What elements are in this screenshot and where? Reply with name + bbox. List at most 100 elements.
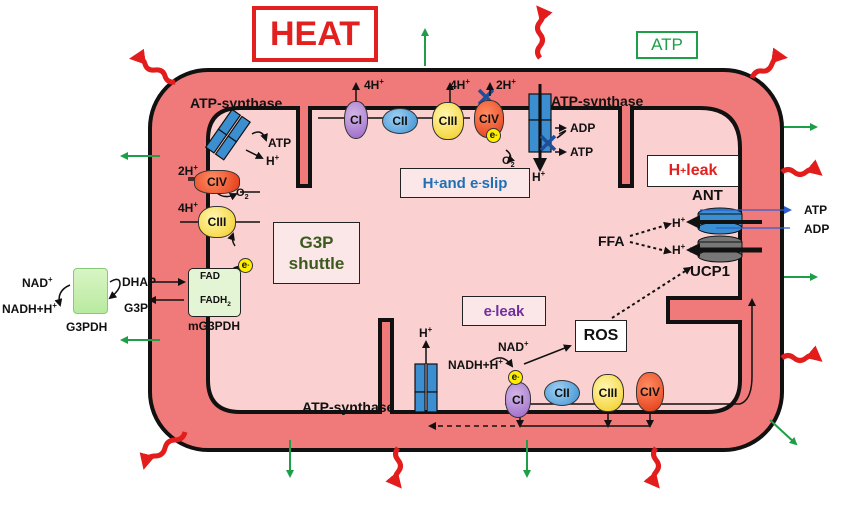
fadh2-sub: 2 — [227, 301, 231, 308]
adp-top-label: ADP — [570, 121, 596, 135]
h-left-text: H — [266, 154, 275, 168]
o2-top-text: O — [502, 155, 511, 167]
complex-iii-bottom: CIII — [592, 374, 624, 412]
four-h-left-sup: + — [193, 200, 198, 209]
h-left-sup: + — [274, 153, 280, 162]
g3pdh-label: G3PDH — [66, 320, 108, 334]
hleak-h: H — [668, 162, 681, 179]
two-h-left-label: 2H+ — [178, 164, 198, 177]
complex-ii-top: CII — [382, 108, 418, 134]
h-left-synthase-label: H+ — [266, 154, 279, 167]
two-h-civ-sup: + — [511, 77, 516, 86]
nad-left-text: NAD — [22, 276, 48, 290]
ffa-label: FFA — [598, 233, 625, 249]
h-ant-label: H+ — [672, 216, 685, 229]
h-bottom-synthase-label: H+ — [419, 326, 432, 339]
two-h-left-text: 2H — [178, 164, 194, 178]
o2-left-label: O2 — [236, 188, 249, 201]
electron-bottom-sup: - — [517, 374, 520, 381]
nad-left-sup: + — [48, 275, 53, 284]
nadh-bottom-text: NADH+H — [448, 358, 499, 372]
electron-bottom-e: e — [511, 372, 518, 383]
g3p-shuttle-line2: shuttle — [288, 254, 345, 273]
slip-h-sup: + — [433, 177, 440, 189]
g3p-shuttle-line1: G3P — [299, 232, 334, 252]
g3pdh-enzyme — [73, 268, 108, 314]
nadh-bottom-label: NADH+H+ — [448, 358, 503, 371]
eleak-sup: - — [491, 305, 496, 317]
atp-synthase-bottom-label: ATP-synthase — [302, 399, 395, 415]
four-h-ci-sup: + — [379, 77, 384, 86]
ucp1-label: UCP1 — [690, 263, 731, 280]
h-ucp1-text: H — [672, 243, 681, 257]
hleak-end: leak — [686, 162, 718, 179]
electron-left-e: e — [241, 260, 248, 271]
proton-leak-box: H+ leak — [647, 155, 739, 187]
electron-left-sup: - — [247, 262, 250, 269]
electron-top-e: e — [489, 130, 496, 141]
two-h-left-sup: + — [193, 163, 198, 172]
o2-top-sub: 2 — [510, 161, 515, 170]
ant-label: ANT — [692, 187, 723, 204]
h-bottom-sup: + — [427, 325, 433, 334]
g3p-shuttle-box: G3P shuttle — [273, 222, 360, 284]
h-top-synthase-label: H+ — [532, 170, 545, 183]
h-top-sup: + — [540, 169, 546, 178]
heat-label: HEAT — [252, 6, 378, 62]
fadh2-text: FADH — [200, 295, 228, 306]
complex-ii-bottom: CII — [544, 380, 580, 406]
h-ucp1-sup: + — [680, 242, 686, 251]
mg3pdh-label: mG3PDH — [188, 319, 241, 333]
h-ucp1-label: H+ — [672, 243, 685, 256]
nadh-bottom-sup: + — [498, 357, 503, 366]
h-ant-sup: + — [680, 215, 686, 224]
electron-leak-box: e- leak — [462, 296, 546, 326]
hleak-sup: + — [680, 165, 687, 177]
fad-label: FAD — [200, 271, 220, 282]
two-h-civ-text: 2H — [496, 78, 512, 92]
four-h-left-text: 4H — [178, 201, 194, 215]
atp-synthase-top — [528, 84, 552, 172]
complex-iv-bottom: CIV — [636, 372, 664, 412]
heat-arrows — [129, 5, 823, 489]
dhap-label: DHAP — [122, 275, 157, 289]
h-ant-text: H — [672, 216, 681, 230]
slip-h: H — [422, 174, 434, 192]
nad-bottom-sup: + — [524, 339, 529, 348]
g3p-label: G3P — [124, 301, 149, 315]
h-bottom-text: H — [419, 326, 428, 340]
atp-synthase-left — [204, 108, 251, 161]
atp-left-label: ATP — [268, 136, 292, 150]
nadh-left-sup: + — [52, 301, 57, 310]
atp-synthase-left-label: ATP-synthase — [190, 95, 283, 111]
four-h-left-label: 4H+ — [178, 201, 198, 214]
h-top-text: H — [532, 170, 541, 184]
o2-top-label: O2 — [502, 156, 515, 169]
nadh-left-label: NADH+H+ — [2, 302, 57, 315]
atp-top-label: ATP — [570, 145, 594, 159]
mg3pdh-enzyme — [188, 268, 241, 317]
nadh-left-text: NADH+H — [2, 302, 53, 316]
atp-synthase-top-label: ATP-synthase — [551, 93, 644, 109]
eleak-end: leak — [495, 302, 525, 320]
complex-i-top: CI — [344, 101, 368, 139]
slip-e-sup: - — [478, 177, 482, 189]
o2-left-text: O — [236, 187, 245, 199]
electron-top-sup: - — [495, 132, 498, 139]
o2-left-sub: 2 — [244, 193, 249, 202]
nad-bottom-label: NAD+ — [498, 340, 529, 353]
proton-electron-slip-box: H+ and e- slip — [400, 168, 530, 198]
slip-end: slip — [481, 174, 508, 192]
electron-bottom: e- — [508, 370, 523, 385]
four-h-ciii-sup: + — [465, 77, 470, 86]
four-h-ci-label: 4H+ — [364, 78, 384, 91]
four-h-ci-text: 4H — [364, 78, 380, 92]
eleak-e: e — [483, 302, 492, 320]
atp-synthase-bottom — [414, 363, 438, 413]
electron-top: e- — [486, 128, 501, 143]
slip-mid: and e — [439, 174, 479, 192]
electron-left: e- — [238, 258, 253, 273]
complex-iv-left: CIV — [194, 170, 240, 194]
